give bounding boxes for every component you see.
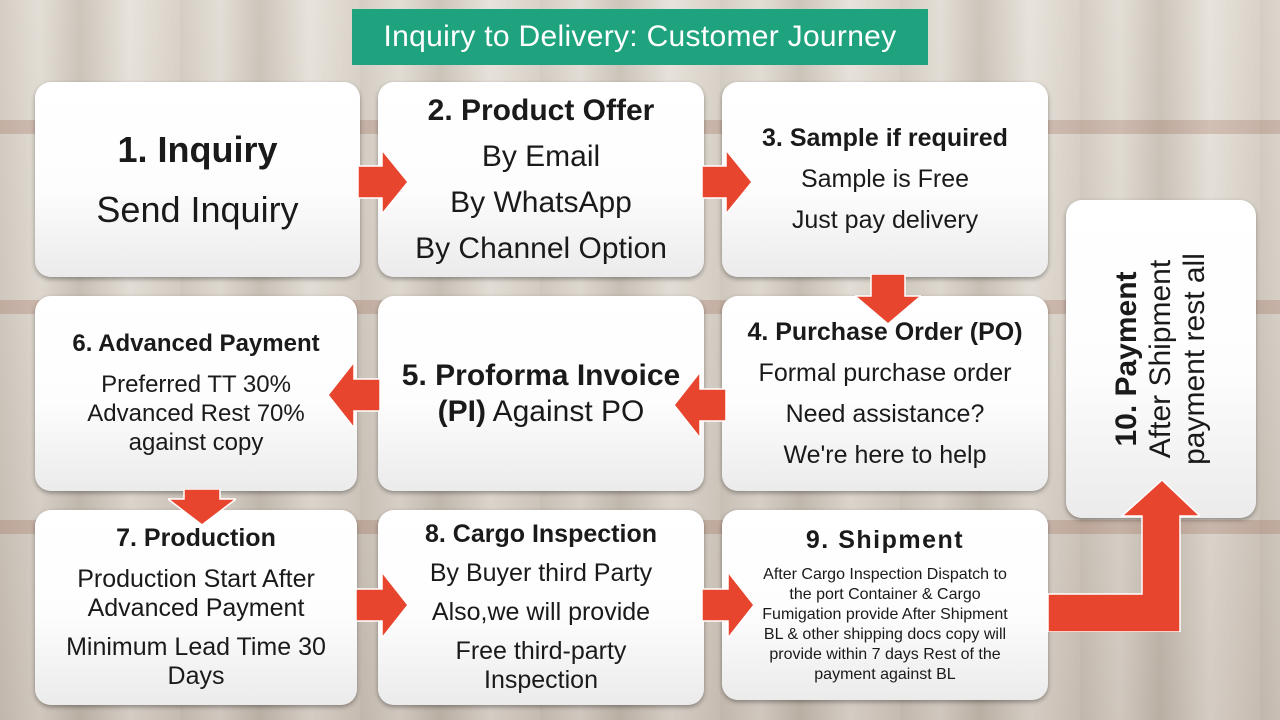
- arrow-right-icon: [358, 150, 409, 214]
- step-10-line: payment rest all: [1178, 253, 1211, 465]
- step-10-vertical-text: 10. Payment After Shipment payment rest …: [1110, 253, 1212, 465]
- step-4-line: We're here to help: [783, 440, 987, 469]
- step-3-line: Just pay delivery: [791, 206, 979, 234]
- step-7-production-box: 7. Production Production Start After Adv…: [35, 510, 357, 705]
- step-2-heading: 2. Product Offer: [427, 93, 655, 127]
- arrow-right-icon: [702, 150, 753, 214]
- step-10-payment-box: 10. Payment After Shipment payment rest …: [1066, 200, 1256, 518]
- arrow-left-icon: [674, 372, 726, 438]
- step-9-line: the port Container & Cargo: [789, 585, 981, 603]
- arrow-elbow-up-icon: [1047, 480, 1200, 632]
- step-9-line: payment against BL: [814, 665, 956, 683]
- step-8-heading: 8. Cargo Inspection: [425, 520, 657, 548]
- step-9-line: provide within 7 days Rest of the: [769, 645, 1001, 663]
- step-5-proforma-invoice-box: 5. Proforma Invoice (PI) Against PO: [378, 296, 704, 491]
- step-9-line: Fumigation provide After Shipment: [762, 605, 1008, 623]
- step-6-line: Advanced Rest 70%: [87, 400, 305, 427]
- step-3-line: Sample is Free: [800, 165, 970, 193]
- step-8-line: Free third-party: [455, 637, 627, 665]
- diagram-title: Inquiry to Delivery: Customer Journey: [352, 9, 928, 65]
- step-7-line: Minimum Lead Time 30: [66, 633, 326, 661]
- step-1-inquiry-box: 1. Inquiry Send Inquiry: [35, 82, 360, 277]
- step-6-line: Preferred TT 30%: [101, 371, 291, 398]
- step-9-line: After Cargo Inspection Dispatch to: [763, 565, 1007, 583]
- step-2-product-offer-box: 2. Product Offer By Email By WhatsApp By…: [378, 82, 704, 277]
- step-7-heading: 7. Production: [116, 524, 276, 552]
- arrow-right-icon: [356, 572, 408, 638]
- arrow-down-icon: [168, 489, 236, 525]
- step-3-sample-box: 3. Sample if required Sample is Free Jus…: [722, 82, 1048, 277]
- step-4-line: Formal purchase order: [758, 358, 1012, 387]
- step-4-purchase-order-box: 4. Purchase Order (PO) Formal purchase o…: [722, 296, 1048, 491]
- arrow-right-icon: [702, 572, 754, 638]
- step-9-heading: 9. Shipment: [805, 525, 965, 554]
- step-6-advanced-payment-box: 6. Advanced Payment Preferred TT 30% Adv…: [35, 296, 357, 491]
- step-8-cargo-inspection-box: 8. Cargo Inspection By Buyer third Party…: [378, 510, 704, 705]
- step-7-line: Advanced Payment: [87, 594, 305, 622]
- step-10-heading: 10. Payment: [1110, 271, 1143, 447]
- step-6-heading: 6. Advanced Payment: [72, 330, 320, 357]
- step-5-pi-label: (PI): [437, 394, 486, 428]
- arrow-left-icon: [328, 362, 380, 428]
- step-2-line: By WhatsApp: [450, 185, 632, 219]
- step-6-line: against copy: [128, 429, 264, 456]
- step-4-line: Need assistance?: [785, 399, 985, 428]
- step-7-line: Days: [167, 662, 225, 690]
- step-9-line: BL & other shipping docs copy will: [763, 625, 1007, 643]
- step-2-line: By Channel Option: [415, 231, 667, 265]
- step-10-line: After Shipment: [1144, 259, 1177, 459]
- step-2-line: By Email: [481, 139, 601, 173]
- step-1-line: Send Inquiry: [96, 188, 299, 230]
- step-8-line: Also,we will provide: [431, 598, 651, 626]
- step-1-heading: 1. Inquiry: [117, 128, 278, 170]
- step-8-line: Inspection: [484, 666, 598, 694]
- step-7-line: Production Start After: [77, 565, 315, 593]
- step-5-heading-line-1: 5. Proforma Invoice: [401, 358, 681, 392]
- arrow-down-icon: [855, 274, 921, 324]
- step-3-heading: 3. Sample if required: [762, 124, 1008, 152]
- step-8-line: By Buyer third Party: [429, 559, 653, 587]
- step-5-against-po: Against PO: [485, 394, 645, 428]
- step-9-shipment-box: 9. Shipment After Cargo Inspection Dispa…: [722, 510, 1048, 700]
- step-5-heading-line-2: (PI) Against PO: [438, 394, 645, 430]
